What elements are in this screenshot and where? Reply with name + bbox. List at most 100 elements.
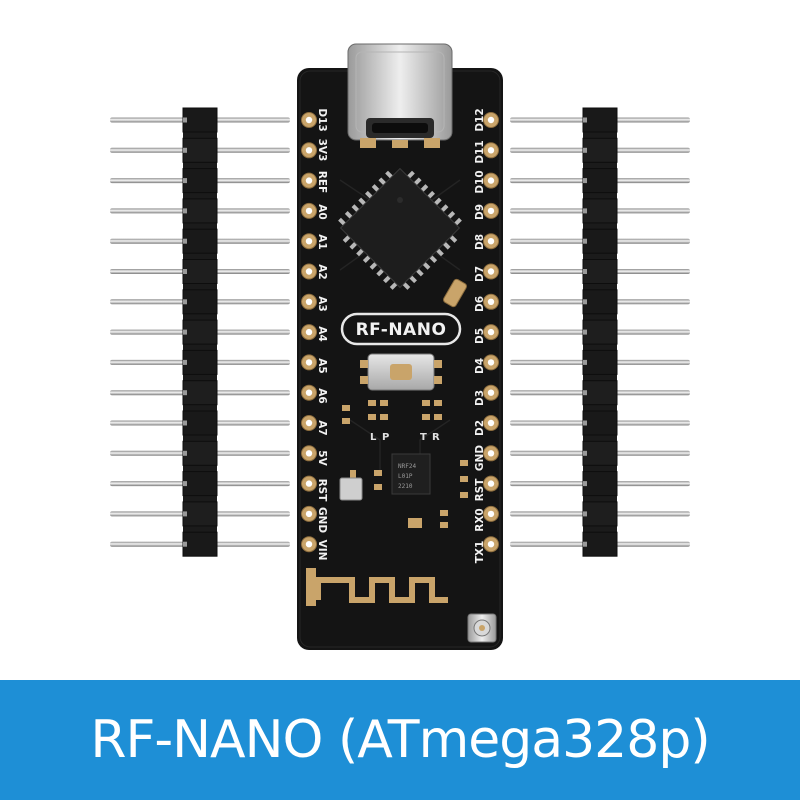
pad-hole [305,541,313,548]
header-segment [182,289,218,315]
pad-hole [305,389,313,396]
chip-leg [415,268,424,277]
pin-label-right: RX0 [474,508,486,532]
pin-shoulder [583,481,587,487]
pad-hole [305,147,313,154]
pad-hole [305,359,313,366]
pin-shoulder [183,359,187,365]
pin-label-left: A5 [316,358,328,373]
pin-label-left: D13 [316,108,328,131]
pin-shoulder [583,238,587,244]
pin-shoulder [183,511,187,517]
oscillator [339,477,363,501]
rf-nano-logo: RF-NANO [340,312,462,346]
chip-leg [436,248,444,257]
pin-label-left: A4 [316,326,328,341]
pin-shoulder [183,420,187,426]
pin-label-right: D8 [474,234,486,250]
smd-components [342,400,468,528]
chip-leg [338,217,346,226]
header-segment [582,259,618,284]
pin-shoulder [583,541,587,547]
chip-leg [358,197,367,206]
chip-leg [349,241,358,250]
chip-leg [385,170,393,179]
header-segment [582,198,618,224]
pad-hole [305,177,313,184]
pad-hole [305,480,313,487]
header-segment [182,319,218,345]
pin-label-left: A0 [316,204,328,219]
ufl-connector [467,613,497,643]
pin-shoulder [583,329,587,335]
rf-nano-board: D13 3V3 REF A0 A1 A2 A3 A4 A5 A6 A7 5V R… [297,43,503,650]
pad-hole [487,389,495,396]
pin-label-left: A1 [316,234,328,249]
pin-label-right: D4 [474,358,486,374]
silk-mark: L [370,432,377,443]
header-segment [582,531,618,557]
chip-leg [369,261,378,270]
header-segment [582,319,618,345]
header-segment [182,440,218,466]
chip-leg [356,248,364,257]
header-segment [182,471,218,497]
chip-leg [389,282,398,290]
pad-hole [487,480,495,487]
header-segment [582,349,618,375]
chip-leg [351,204,360,213]
product-caption: RF-NANO (ATmega328p) [90,710,710,770]
chip-leg [344,211,353,219]
header-segment [582,410,618,436]
pin-shoulder [183,329,187,335]
header-segment [182,259,218,284]
pad-hole [305,116,313,124]
pin-label-left: A7 [316,420,328,435]
chip-leg [449,235,458,243]
logo-text: RF-NANO [356,320,447,340]
pad-hole [305,510,313,518]
pin-label-right: D2 [474,420,486,436]
svg-text:L01P: L01P [398,473,413,480]
header-segment [182,168,218,194]
pad-hole [487,450,495,457]
pin-label-left: 3V3 [316,139,328,162]
chip-leg [422,261,431,270]
pin-label-right: D3 [474,390,486,406]
silkscreen-marks: L P T R [370,432,440,443]
pin-shoulder [583,208,587,214]
pin-label-right: D6 [474,296,486,312]
pin-shoulder [583,420,587,426]
pin-shoulder [583,390,587,396]
silk-mark: P [382,432,389,443]
pin-shoulder [183,208,187,214]
pin-shoulder [583,450,587,456]
pin-label-left: A3 [316,296,328,311]
pad-hole [487,238,495,245]
usb-c-connector [347,43,453,148]
svg-text:NRF24: NRF24 [398,463,416,470]
header-segment [582,380,618,406]
chip-leg [427,190,436,199]
silk-mark: R [432,432,440,443]
chip-leg [371,184,380,192]
header-segment [182,107,218,133]
pin-shoulder [583,359,587,365]
header-segment [582,440,618,466]
right-pin-labels: D12 D11 D10 D9 D8 D7 D6 D5 D4 D3 D2 GND … [474,108,486,563]
header-segment [182,228,218,254]
pad-hole [487,419,495,427]
pin-label-left: A6 [316,388,328,403]
pin-shoulder [183,541,187,547]
pad-hole [487,116,495,124]
chip-leg [402,282,411,290]
crystal [443,278,467,308]
pin-shoulder [183,147,187,153]
pad-hole [305,268,313,275]
pin-shoulder [583,147,587,153]
pin-shoulder [583,269,587,274]
header-segment [582,289,618,315]
chip-leg [442,241,451,250]
chip-leg [447,211,456,219]
silk-mark: T [420,432,427,443]
